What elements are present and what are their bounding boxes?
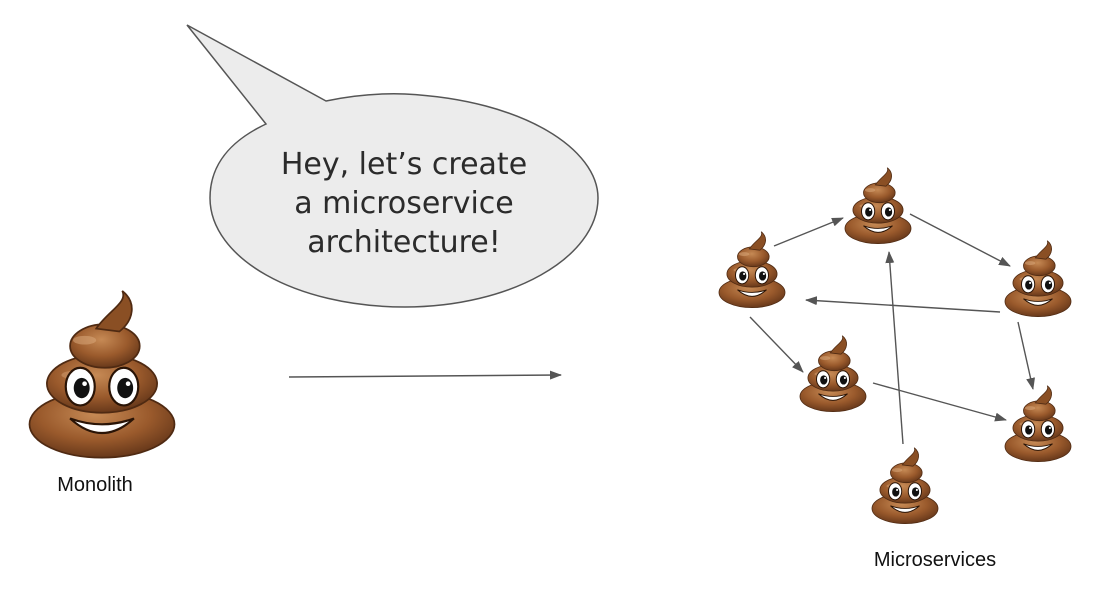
- speech-bubble-line-2: a microservice: [294, 186, 513, 221]
- arrow-a-to-d: [749, 316, 804, 373]
- service-node-a: [718, 231, 786, 309]
- monolith-poop-icon: [28, 289, 176, 459]
- arrow-f-to-b: [885, 251, 904, 445]
- arrow-b-to-c: [909, 213, 1011, 267]
- speech-bubble-line-3: architecture!: [307, 225, 501, 260]
- speech-bubble: Hey, let’s create a microservice archite…: [186, 24, 599, 308]
- arrow-c-to-e: [1017, 321, 1035, 390]
- arrow-d-to-e: [872, 382, 1007, 422]
- service-node-e: [1004, 385, 1072, 463]
- arrow-c-to-a: [805, 296, 1001, 313]
- service-node-f: [871, 447, 939, 525]
- monolith-label: Monolith: [57, 474, 133, 496]
- monolith: Monolith: [28, 289, 176, 496]
- service-node-c: [1004, 240, 1072, 318]
- service-node-d: [799, 335, 867, 413]
- speech-bubble-line-1: Hey, let’s create: [281, 147, 527, 182]
- arrow-a-to-b: [773, 217, 844, 247]
- microservices-group: Microservices: [718, 167, 1072, 571]
- speech-bubble-shape: [186, 24, 599, 308]
- microservices-label: Microservices: [874, 549, 996, 571]
- service-node-b: [844, 167, 912, 245]
- transition-arrow: [288, 370, 562, 380]
